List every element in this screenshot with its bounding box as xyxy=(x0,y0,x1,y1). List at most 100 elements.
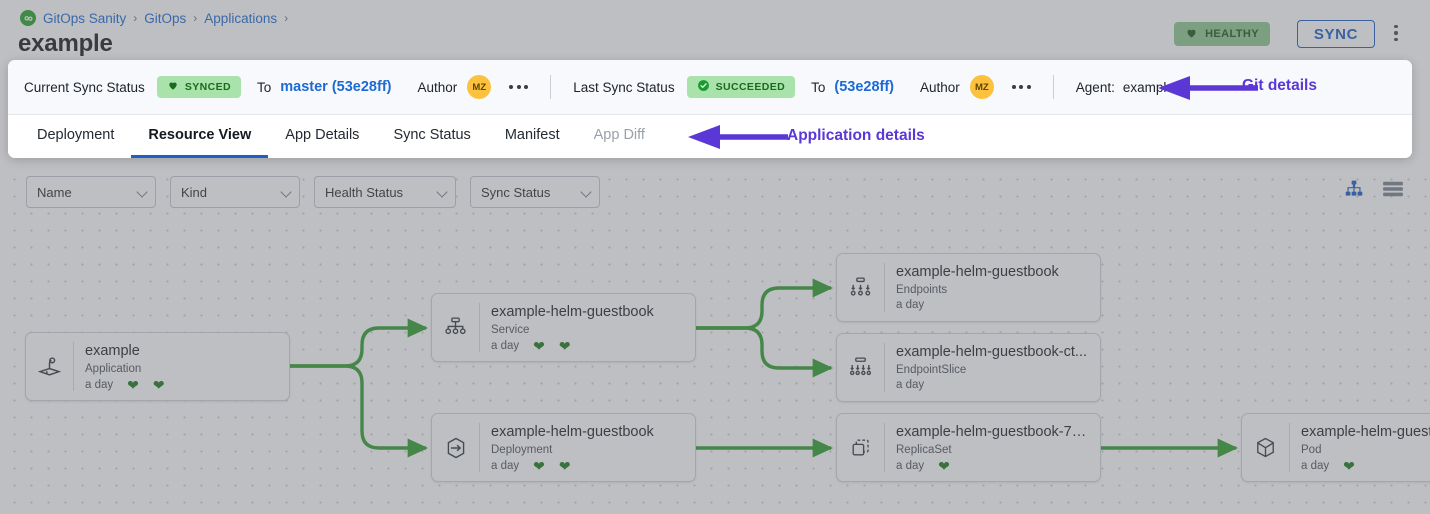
node-meta: a day ❤ ❤ xyxy=(491,459,685,473)
health-heart-icon: ❤ xyxy=(127,377,139,394)
tab-manifest[interactable]: Manifest xyxy=(504,127,560,143)
node-kind: Deployment xyxy=(491,444,553,457)
pod-icon xyxy=(1242,414,1289,481)
avatar: MZ xyxy=(969,75,994,99)
gitops-logo-icon xyxy=(20,10,36,26)
current-revision-link[interactable]: master (53e28ff) xyxy=(280,79,392,95)
health-heart-icon: ❤ xyxy=(938,458,950,475)
last-to-label: To xyxy=(811,79,826,95)
filter-health-status[interactable]: Health Status xyxy=(314,176,456,208)
node-age: a day xyxy=(896,379,925,392)
node-body: example-helm-guest Pod a day ❤ xyxy=(1290,414,1430,481)
sync-heart-icon: ❤ xyxy=(558,338,571,355)
annotation-arrow-git-details xyxy=(1158,76,1258,100)
node-age: a day xyxy=(896,299,925,312)
top-bar: GitOps Sanity › GitOps › Applications › … xyxy=(0,0,1430,62)
replicaset-icon xyxy=(837,414,884,481)
health-heart-icon: ❤ xyxy=(1343,458,1355,475)
graph-node-endpointslice[interactable]: example-helm-guestbook-ct... EndpointSli… xyxy=(836,333,1101,402)
node-name: example-helm-guestbook xyxy=(491,424,654,440)
list-view-icon[interactable] xyxy=(1382,180,1404,203)
service-icon xyxy=(432,294,479,361)
tab-deployment[interactable]: Deployment xyxy=(37,127,115,143)
node-body: example Application a day ❤ ❤ xyxy=(74,333,289,400)
last-author-label: Author xyxy=(920,79,960,95)
current-sync-status-pill-label: SYNCED xyxy=(184,81,231,93)
breadcrumb-item-1[interactable]: GitOps xyxy=(144,10,187,26)
chevron-down-icon xyxy=(436,186,448,198)
node-age: a day xyxy=(896,460,925,473)
breadcrumb-separator: › xyxy=(284,11,289,25)
page-title: example xyxy=(18,30,113,57)
agent-value: example xyxy=(1122,79,1174,95)
breadcrumb-item-0[interactable]: GitOps Sanity xyxy=(43,10,127,26)
graph-node-deployment[interactable]: example-helm-guestbook Deployment a day … xyxy=(431,413,696,482)
node-kind: Application xyxy=(85,363,142,376)
graph-node-application[interactable]: example Application a day ❤ ❤ xyxy=(25,332,290,401)
agent-label: Agent: xyxy=(1075,79,1115,95)
node-age: a day xyxy=(85,379,114,392)
avatar: MZ xyxy=(467,75,492,99)
filter-sync-status-label: Sync Status xyxy=(481,184,551,200)
node-divider xyxy=(479,423,480,472)
tab-sync-status[interactable]: Sync Status xyxy=(393,127,471,143)
filter-kind[interactable]: Kind xyxy=(170,176,300,208)
sync-status-bar: Current Sync Status SYNCED To master (53… xyxy=(8,60,1412,114)
annotation-label-application-details: Application details xyxy=(787,127,925,144)
node-name: example xyxy=(85,343,140,359)
heart-icon xyxy=(1185,27,1198,42)
health-badge-label: HEALTHY xyxy=(1205,28,1259,40)
node-meta: a day ❤ xyxy=(896,459,1090,473)
tab-resource-view[interactable]: Resource View xyxy=(131,115,269,158)
more-horizontal-icon[interactable] xyxy=(509,85,529,89)
more-vertical-icon[interactable] xyxy=(1386,22,1406,44)
node-divider xyxy=(73,342,74,391)
health-heart-icon: ❤ xyxy=(533,458,545,475)
breadcrumb-item-2[interactable]: Applications xyxy=(204,10,278,26)
node-divider xyxy=(479,303,480,352)
node-kind: EndpointSlice xyxy=(896,364,967,377)
endpointslice-icon xyxy=(837,334,884,401)
node-body: example-helm-guestbook Deployment a day … xyxy=(480,414,695,481)
filter-sync-status[interactable]: Sync Status xyxy=(470,176,600,208)
check-circle-icon xyxy=(697,79,710,95)
current-to-label: To xyxy=(256,79,272,95)
node-divider xyxy=(884,423,885,472)
graph-node-service[interactable]: example-helm-guestbook Service a day ❤ ❤ xyxy=(431,293,696,362)
node-name: example-helm-guestbook-ct... xyxy=(896,344,1087,360)
node-meta: a day ❤ xyxy=(1301,459,1430,473)
node-age: a day xyxy=(1301,460,1330,473)
current-sync-status-pill: SYNCED xyxy=(156,76,241,98)
breadcrumb: GitOps Sanity › GitOps › Applications › xyxy=(20,10,288,26)
last-revision-link[interactable]: (53e28ff) xyxy=(834,79,895,95)
node-divider xyxy=(1289,423,1290,472)
node-kind: Endpoints xyxy=(896,284,948,297)
more-horizontal-icon[interactable] xyxy=(1011,85,1031,89)
node-meta: a day xyxy=(896,299,1090,311)
sync-button[interactable]: SYNC xyxy=(1296,20,1375,48)
last-sync-status-pill: SUCCEEDED xyxy=(686,76,796,98)
filter-bar: Name Kind Health Status Sync Status xyxy=(26,176,600,208)
chevron-down-icon xyxy=(280,186,292,198)
view-toggle-group xyxy=(1344,179,1404,203)
chevron-down-icon xyxy=(580,186,592,198)
node-kind: ReplicaSet xyxy=(896,444,952,457)
breadcrumb-separator: › xyxy=(193,11,198,25)
highlighted-details-panel: Current Sync Status SYNCED To master (53… xyxy=(8,60,1412,158)
node-divider xyxy=(884,343,885,392)
tab-app-details[interactable]: App Details xyxy=(285,127,360,143)
deployment-icon xyxy=(432,414,479,481)
graph-node-pod[interactable]: example-helm-guest Pod a day ❤ xyxy=(1241,413,1430,482)
tab-app-diff[interactable]: App Diff xyxy=(593,127,645,143)
resource-graph-area: Name Kind Health Status Sync Status xyxy=(0,165,1430,514)
graph-node-endpoints[interactable]: example-helm-guestbook Endpoints a day xyxy=(836,253,1101,322)
status-badge-health: HEALTHY xyxy=(1174,22,1270,46)
node-kind: Service xyxy=(491,324,530,337)
node-age: a day xyxy=(491,340,520,353)
filter-name[interactable]: Name xyxy=(26,176,156,208)
health-heart-icon: ❤ xyxy=(533,338,545,355)
tree-view-icon[interactable] xyxy=(1344,179,1364,203)
graph-node-replicaset[interactable]: example-helm-guestbook-74... ReplicaSet … xyxy=(836,413,1101,482)
current-sync-status-label: Current Sync Status xyxy=(24,79,145,95)
last-sync-status-pill-label: SUCCEEDED xyxy=(715,81,786,93)
